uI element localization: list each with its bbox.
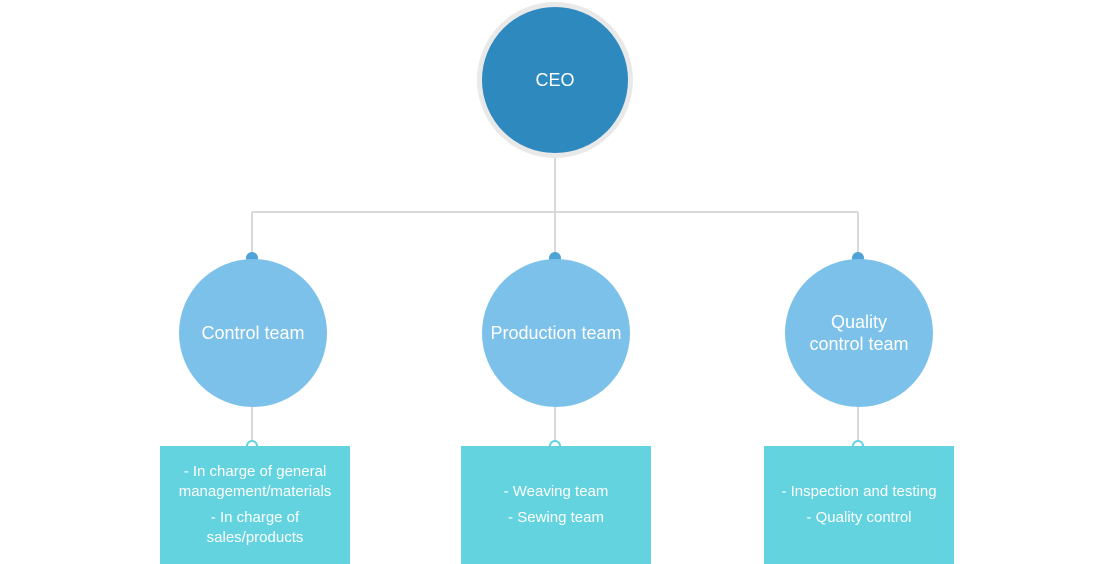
control-team-label: Control team <box>201 323 305 343</box>
production-team-label: Production team <box>490 323 622 343</box>
duty-item: - Weaving team <box>503 483 609 500</box>
control-team-duties: - In charge of general management/materi… <box>160 446 350 564</box>
duty-item: - Inspection and testing <box>781 483 937 500</box>
quality-team-label: Quality control team <box>809 312 909 354</box>
duty-item: - Sewing team <box>508 509 604 526</box>
production-team-duties: - Weaving team - Sewing team <box>461 446 651 564</box>
duty-item: - In charge of general management/materi… <box>178 463 332 500</box>
ceo-label: CEO <box>535 69 575 90</box>
quality-team-duties: - Inspection and testing - Quality contr… <box>764 446 954 564</box>
production-team-node: Production team <box>482 259 630 407</box>
quality-team-node: Quality control team <box>785 259 933 407</box>
duty-item: - Quality control <box>806 509 912 526</box>
ceo-node: CEO <box>482 7 628 153</box>
control-team-node: Control team <box>179 259 327 407</box>
duty-item: - In charge of sales/products <box>206 509 304 546</box>
